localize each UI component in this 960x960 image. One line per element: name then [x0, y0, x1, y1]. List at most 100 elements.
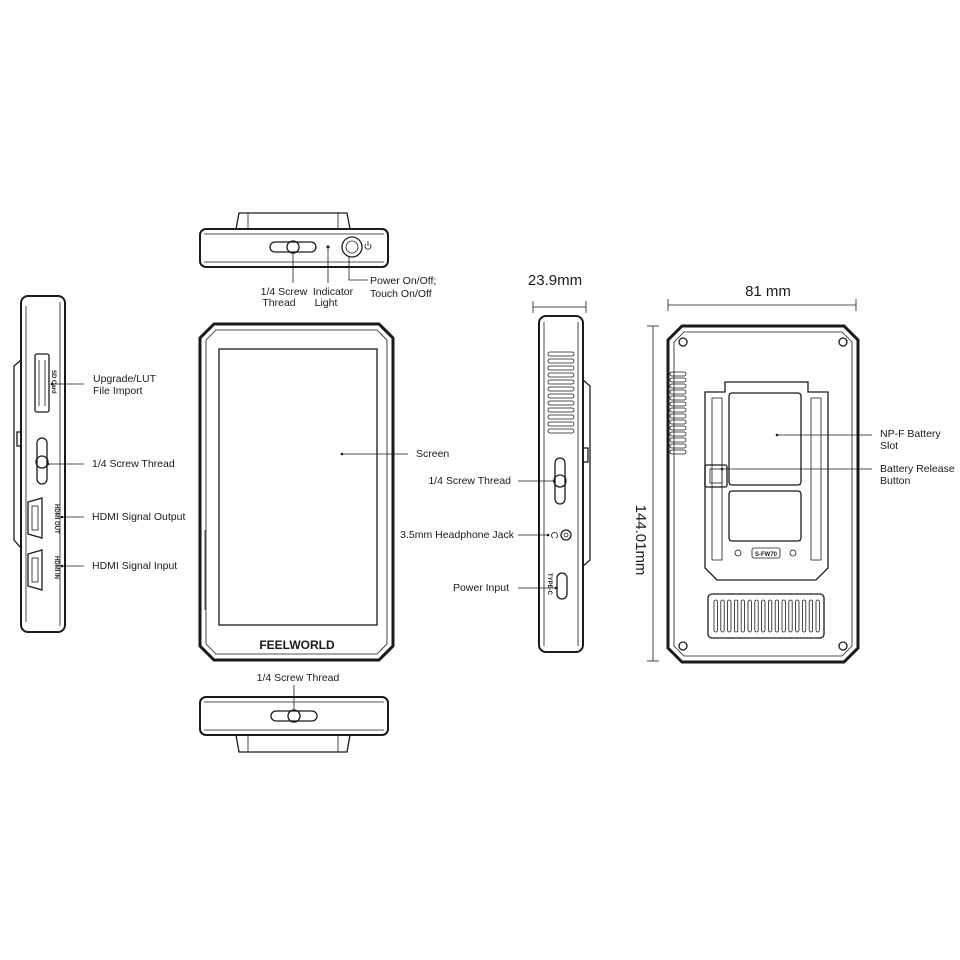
- hdmi-out-port: [27, 497, 43, 539]
- grip-ridge: [669, 443, 687, 449]
- grip-ridge: [669, 401, 687, 407]
- headphone-icon: [551, 532, 558, 539]
- battery-slot-label-2: Slot: [880, 440, 898, 452]
- corner-screw: [838, 641, 848, 651]
- back-body: [666, 324, 860, 664]
- side-vent-fins: [547, 351, 575, 434]
- left-screw-thread-icon: [35, 455, 49, 469]
- headphone-jack: [560, 529, 572, 541]
- grip-ridge: [669, 371, 687, 377]
- vent-slot: [815, 599, 820, 633]
- indicator-label-2: Light: [315, 297, 338, 309]
- side-vent-fin: [547, 379, 575, 385]
- left-side-rail: [13, 359, 22, 549]
- type-c-port-label: TYPE-C: [546, 573, 552, 596]
- grip-ridge: [669, 383, 687, 389]
- right-side-view: 23.9mm TYPE-C 1/4 Screw Thread 3.5mm Hea…: [400, 272, 591, 653]
- upgrade-label-1: Upgrade/LUT: [93, 373, 157, 385]
- height-dimension-label: 144.01mm: [632, 505, 649, 576]
- vent-slot: [795, 599, 800, 633]
- front-view: FEELWORLD Screen: [198, 322, 449, 662]
- release-label-2: Button: [880, 475, 911, 487]
- side-vent-fin: [547, 428, 575, 434]
- screw-thread-icon: [286, 240, 300, 254]
- side-vent-fin: [547, 414, 575, 420]
- right-screw-slot: [554, 457, 566, 505]
- side-vent-fin: [547, 393, 575, 399]
- front-body: [198, 322, 395, 662]
- vent-slot: [713, 599, 718, 633]
- grip-ridge: [669, 407, 687, 413]
- right-side-clip: [582, 447, 589, 463]
- vent-slot: [808, 599, 814, 633]
- grip-ridge: [669, 425, 687, 431]
- grip-ridge: [669, 449, 687, 455]
- hdmi-output-label: HDMI Signal Output: [92, 511, 185, 523]
- vent-slot: [774, 599, 780, 633]
- vent-slot: [768, 599, 773, 633]
- grip-ridge: [669, 389, 687, 395]
- grip-ridge: [669, 377, 687, 383]
- screen-label: Screen: [416, 448, 449, 460]
- grip-ridge: [669, 413, 687, 419]
- side-vent-fin: [547, 407, 575, 413]
- grip-ridge: [669, 431, 687, 437]
- battery-release-button: [704, 464, 728, 488]
- hdmi-out-port-label: HDMI OUT: [53, 504, 59, 534]
- grip-ridge: [669, 395, 687, 401]
- indicator-label-1: Indicator: [313, 286, 354, 298]
- vent-slot: [754, 599, 759, 633]
- depth-dimension-label: 23.9mm: [528, 272, 582, 289]
- side-vent-fin: [547, 400, 575, 406]
- screw-slot: [269, 241, 317, 253]
- power-icon: [364, 241, 372, 250]
- power-input-label: Power Input: [453, 582, 509, 594]
- bottom-screw-label: 1/4 Screw Thread: [257, 672, 340, 684]
- side-vent-fin: [547, 372, 575, 378]
- screen-display: [218, 348, 378, 626]
- release-label-1: Battery Release: [880, 463, 955, 475]
- back-view: 81 mm 144.01mm S-FW70: [632, 283, 955, 664]
- vent-slot: [727, 599, 732, 633]
- top-view-sunhood: [235, 212, 351, 230]
- battery-plate: S-FW70: [704, 381, 829, 581]
- right-side-body: [538, 315, 584, 653]
- battery-slot-lower: [728, 490, 802, 542]
- usb-c-port: [556, 572, 568, 600]
- bottom-view: 1/4 Screw Thread: [199, 672, 389, 753]
- back-grip-ridges: [669, 371, 687, 455]
- corner-screw: [678, 337, 688, 347]
- battery-slot-upper: [728, 392, 802, 486]
- left-side-clip: [16, 431, 22, 447]
- battery-slot-label-1: NP-F Battery: [880, 428, 941, 440]
- corner-screw: [678, 641, 688, 651]
- vent-slot: [802, 599, 807, 633]
- corner-screw: [838, 337, 848, 347]
- power-label-1: Power On/Off;: [370, 275, 436, 287]
- top-view: 1/4 Screw Thread Indicator Light Power O…: [199, 212, 436, 309]
- top-screw-label-1: 1/4 Screw: [261, 286, 308, 298]
- right-screw-thread-icon: [553, 474, 567, 488]
- vent-grille: [707, 593, 825, 639]
- brand-logo: FEELWORLD: [259, 638, 335, 652]
- bottom-screw-slot: [270, 710, 318, 722]
- side-vent-fin: [547, 351, 575, 357]
- right-side-rail: [582, 379, 591, 567]
- headphone-label: 3.5mm Headphone Jack: [400, 529, 515, 541]
- right-screw-label: 1/4 Screw Thread: [428, 475, 511, 487]
- hdmi-in-port-label: HDMI IN: [53, 556, 59, 579]
- power-label-2: Touch On/Off: [370, 288, 432, 300]
- bottom-view-body: [199, 696, 389, 736]
- sd-card-slot: [34, 353, 50, 413]
- hdmi-in-port: [27, 549, 43, 591]
- battery-model-label: S-FW70: [755, 552, 778, 558]
- grip-ridge: [669, 419, 687, 425]
- left-screw-label: 1/4 Screw Thread: [92, 458, 175, 470]
- vent-slots: [713, 599, 820, 633]
- top-screw-label-2: Thread: [262, 297, 295, 309]
- vent-slot: [740, 599, 746, 633]
- indicator-light: [326, 245, 330, 249]
- grip-ridge: [669, 437, 687, 443]
